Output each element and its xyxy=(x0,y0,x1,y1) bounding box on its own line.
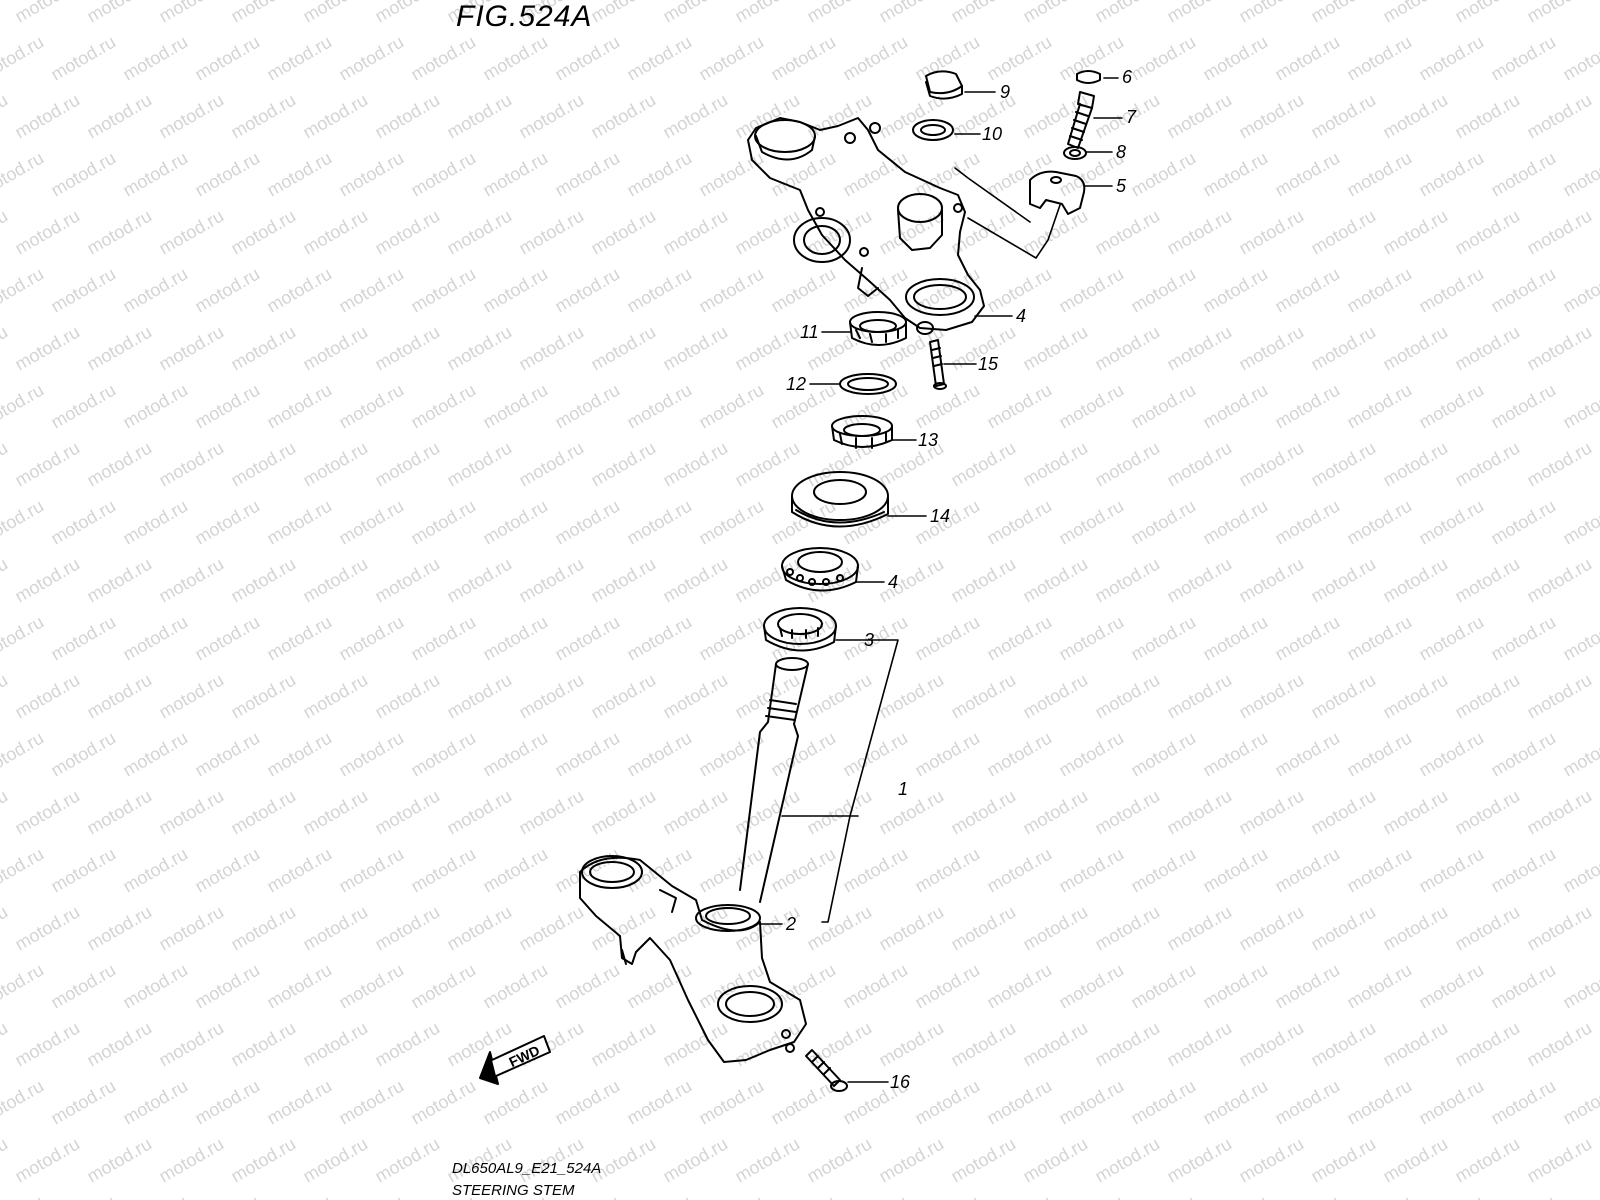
leader-clamp-group xyxy=(954,167,1061,259)
part-15-bolt xyxy=(929,339,947,390)
callout-4-lower: 4 xyxy=(888,572,899,592)
figure-title: FIG.524A xyxy=(456,0,593,33)
fwd-label: FWD xyxy=(506,1042,542,1070)
callout-10: 10 xyxy=(982,124,1003,144)
callout-12: 12 xyxy=(786,374,807,394)
callout-1: 1 xyxy=(898,779,909,799)
callout-7: 7 xyxy=(1126,107,1137,127)
fwd-arrow-icon: FWD xyxy=(479,1035,551,1085)
callout-3: 3 xyxy=(864,630,875,650)
part-8-washer xyxy=(1063,146,1087,160)
part-16-bolt xyxy=(805,1049,848,1092)
part-12-washer xyxy=(839,373,897,395)
upper-bracket xyxy=(747,117,985,335)
part-11-nut xyxy=(849,311,907,346)
part-4-bearing xyxy=(781,547,859,592)
part-3-bearing xyxy=(763,607,837,652)
callout-9: 9 xyxy=(1000,82,1011,102)
part-5-clamp xyxy=(1029,170,1086,215)
diagram-name: STEERING STEM xyxy=(452,1182,575,1199)
callout-8: 8 xyxy=(1116,142,1127,162)
callout-6: 6 xyxy=(1122,67,1133,87)
callout-5: 5 xyxy=(1116,176,1127,196)
callout-14: 14 xyxy=(930,506,951,526)
callout-leaders xyxy=(759,77,1123,1083)
part-10-washer xyxy=(912,119,954,141)
part-6-cap xyxy=(1076,70,1101,84)
callout-11: 11 xyxy=(800,322,819,342)
callout-4-upper: 4 xyxy=(1016,306,1027,326)
part-1-steering-stem xyxy=(739,657,809,903)
callout-16: 16 xyxy=(890,1072,911,1092)
part-2-seal xyxy=(695,904,761,932)
model-code: DL650AL9_E21_524A xyxy=(452,1160,602,1177)
part-14-seal xyxy=(791,471,889,528)
part-9-cap xyxy=(925,70,963,100)
callout-15: 15 xyxy=(978,354,999,374)
lower-bracket xyxy=(579,855,807,1063)
callout-2: 2 xyxy=(786,914,797,934)
callout-13: 13 xyxy=(918,430,939,450)
part-7-bolt xyxy=(1067,91,1095,149)
part-13-nut xyxy=(831,415,893,449)
